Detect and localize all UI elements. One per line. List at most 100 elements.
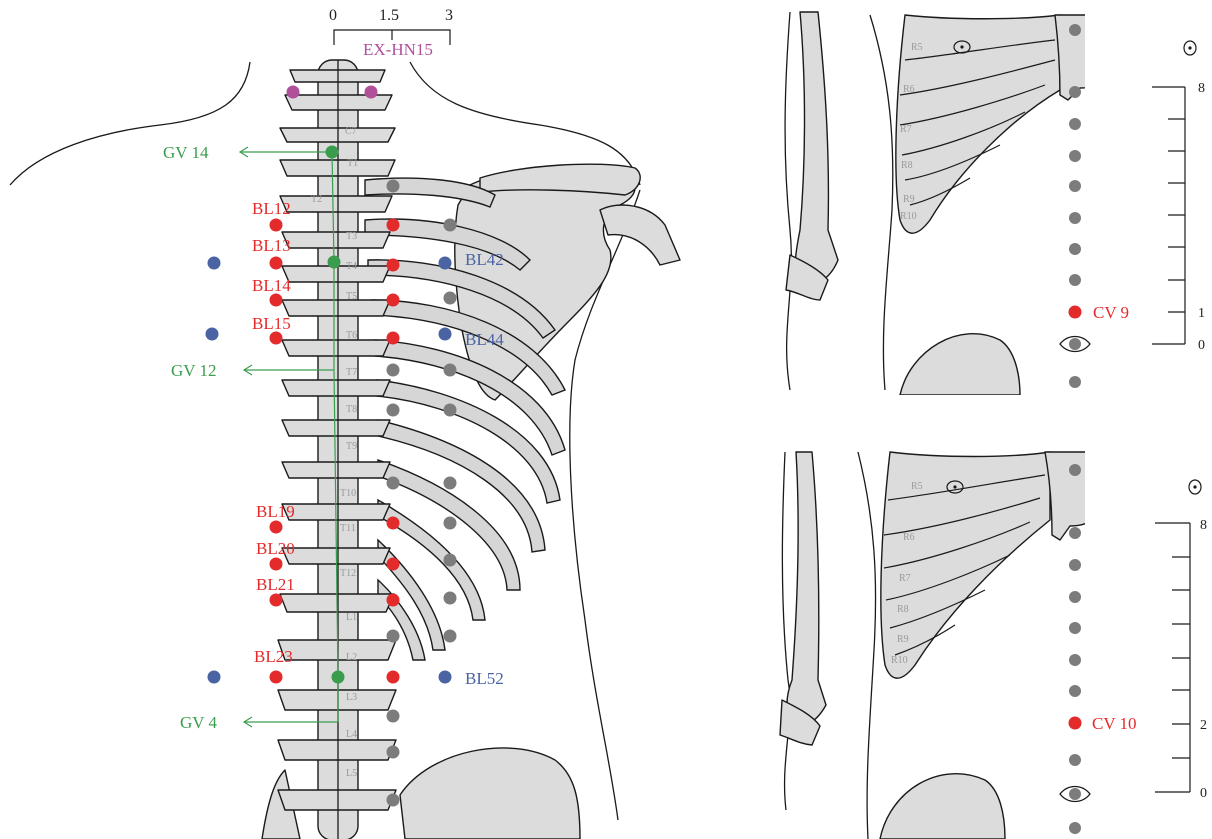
top-scale-tick: 3: [445, 7, 453, 24]
torso-outline: [870, 15, 893, 390]
acupoint: [1069, 591, 1081, 603]
acupoint: [387, 594, 400, 607]
rib-label: R8: [901, 160, 913, 171]
acupoint: [270, 671, 283, 684]
acupoint: [444, 554, 457, 567]
vertebra-label: T3: [346, 231, 357, 242]
bl14-label: BL14: [252, 276, 291, 295]
bl20-label: BL20: [256, 539, 295, 558]
acupoint: [387, 364, 400, 377]
vertebra-label: T9: [346, 441, 357, 452]
acupoint: [387, 710, 400, 723]
acupoint: [1069, 86, 1081, 98]
acupoint: [1069, 24, 1081, 36]
vertebra-label: L4: [346, 729, 357, 740]
acupoint: [208, 257, 221, 270]
rib-label: R9: [903, 194, 915, 205]
scale-label: 0: [1198, 338, 1205, 353]
scale-top: [1152, 87, 1185, 344]
bl21-label: BL21: [256, 575, 295, 594]
vertebra-label: C7: [345, 126, 357, 137]
gv12-label: GV 12: [171, 361, 217, 380]
arm-bone: [795, 12, 838, 286]
acupoint: [444, 292, 457, 305]
acupoint: [1069, 654, 1081, 666]
vertebra-label: L2: [346, 652, 357, 663]
acupoint: [387, 517, 400, 530]
rib-label: R5: [911, 42, 923, 53]
vertebra-label: T4: [346, 261, 357, 272]
acupoint: [444, 219, 457, 232]
scale-label: 8: [1198, 81, 1205, 96]
gv14-point: [326, 146, 339, 159]
vertebra-label: T6: [346, 330, 357, 341]
arm-outline: [782, 452, 790, 810]
exhn15-point-right: [365, 86, 378, 99]
cv9-label: CV 9: [1093, 303, 1129, 322]
vertebra-label: T1: [347, 158, 358, 169]
cv10-label: CV 10: [1092, 714, 1137, 733]
vertebra-label: L1: [346, 612, 357, 623]
sternum: [1055, 15, 1110, 100]
acupoint: [208, 671, 221, 684]
neck-left-outline: [10, 62, 250, 185]
arm-bone: [787, 452, 826, 726]
pelvis-right: [400, 748, 580, 839]
acupoint: [387, 259, 400, 272]
scale-label: 0: [1200, 786, 1207, 801]
cv10-point: [1069, 717, 1082, 730]
acupoint: [1069, 150, 1081, 162]
acupoint: [1069, 464, 1081, 476]
rib-label: R7: [900, 124, 912, 135]
acupoint: [439, 671, 452, 684]
rib-label: R6: [903, 532, 915, 543]
rib-label: R8: [897, 604, 909, 615]
acupoint: [439, 328, 452, 341]
acupoint: [387, 630, 400, 643]
rib-label: R5: [911, 481, 923, 492]
cv9-point: [1069, 306, 1082, 319]
acupoint: [387, 294, 400, 307]
rib-label: R10: [900, 211, 917, 222]
acupoint: [270, 594, 283, 607]
scale-label: 2: [1200, 718, 1207, 733]
bl13-label: BL13: [252, 236, 291, 255]
acupoint: [270, 558, 283, 571]
acupoint: [444, 364, 457, 377]
acupoint: [444, 630, 457, 643]
acupoint: [1069, 212, 1081, 224]
arm-outline: [785, 12, 791, 390]
acupoint: [444, 404, 457, 417]
acromion: [480, 164, 640, 195]
vertebra-label: T11: [340, 523, 356, 534]
acupoint: [387, 219, 400, 232]
vertebra-label: T7: [346, 367, 357, 378]
vertebra-label: T5: [346, 291, 357, 302]
navel-icon: [1060, 787, 1090, 802]
acupoint: [387, 332, 400, 345]
bl44-label: BL44: [465, 330, 504, 349]
acupoint: [387, 671, 400, 684]
vertebra-label: T10: [340, 488, 356, 499]
acupoint: [1069, 527, 1081, 539]
vertebra-label: T12: [340, 568, 356, 579]
acupoint: [439, 257, 452, 270]
vertebra-label: L5: [346, 768, 357, 779]
torso-outline: [858, 452, 876, 839]
rib-label: R6: [903, 84, 915, 95]
bl12-label: BL12: [252, 199, 291, 218]
acupoint: [270, 219, 283, 232]
top-scale-tick: 0: [329, 7, 337, 24]
gv4-label: GV 4: [180, 713, 217, 732]
exhn15-label: EX-HN15: [363, 40, 433, 59]
acupoint: [444, 592, 457, 605]
acupoint: [444, 517, 457, 530]
rib-label: R10: [891, 655, 908, 666]
acupoint: [1069, 754, 1081, 766]
vertebra-label: T2: [311, 194, 322, 205]
exhn15-point-left: [287, 86, 300, 99]
acupoint: [387, 404, 400, 417]
acupoint: [1069, 622, 1081, 634]
pelvis-hint: [900, 334, 1020, 395]
vertebra-label: T8: [346, 404, 357, 415]
